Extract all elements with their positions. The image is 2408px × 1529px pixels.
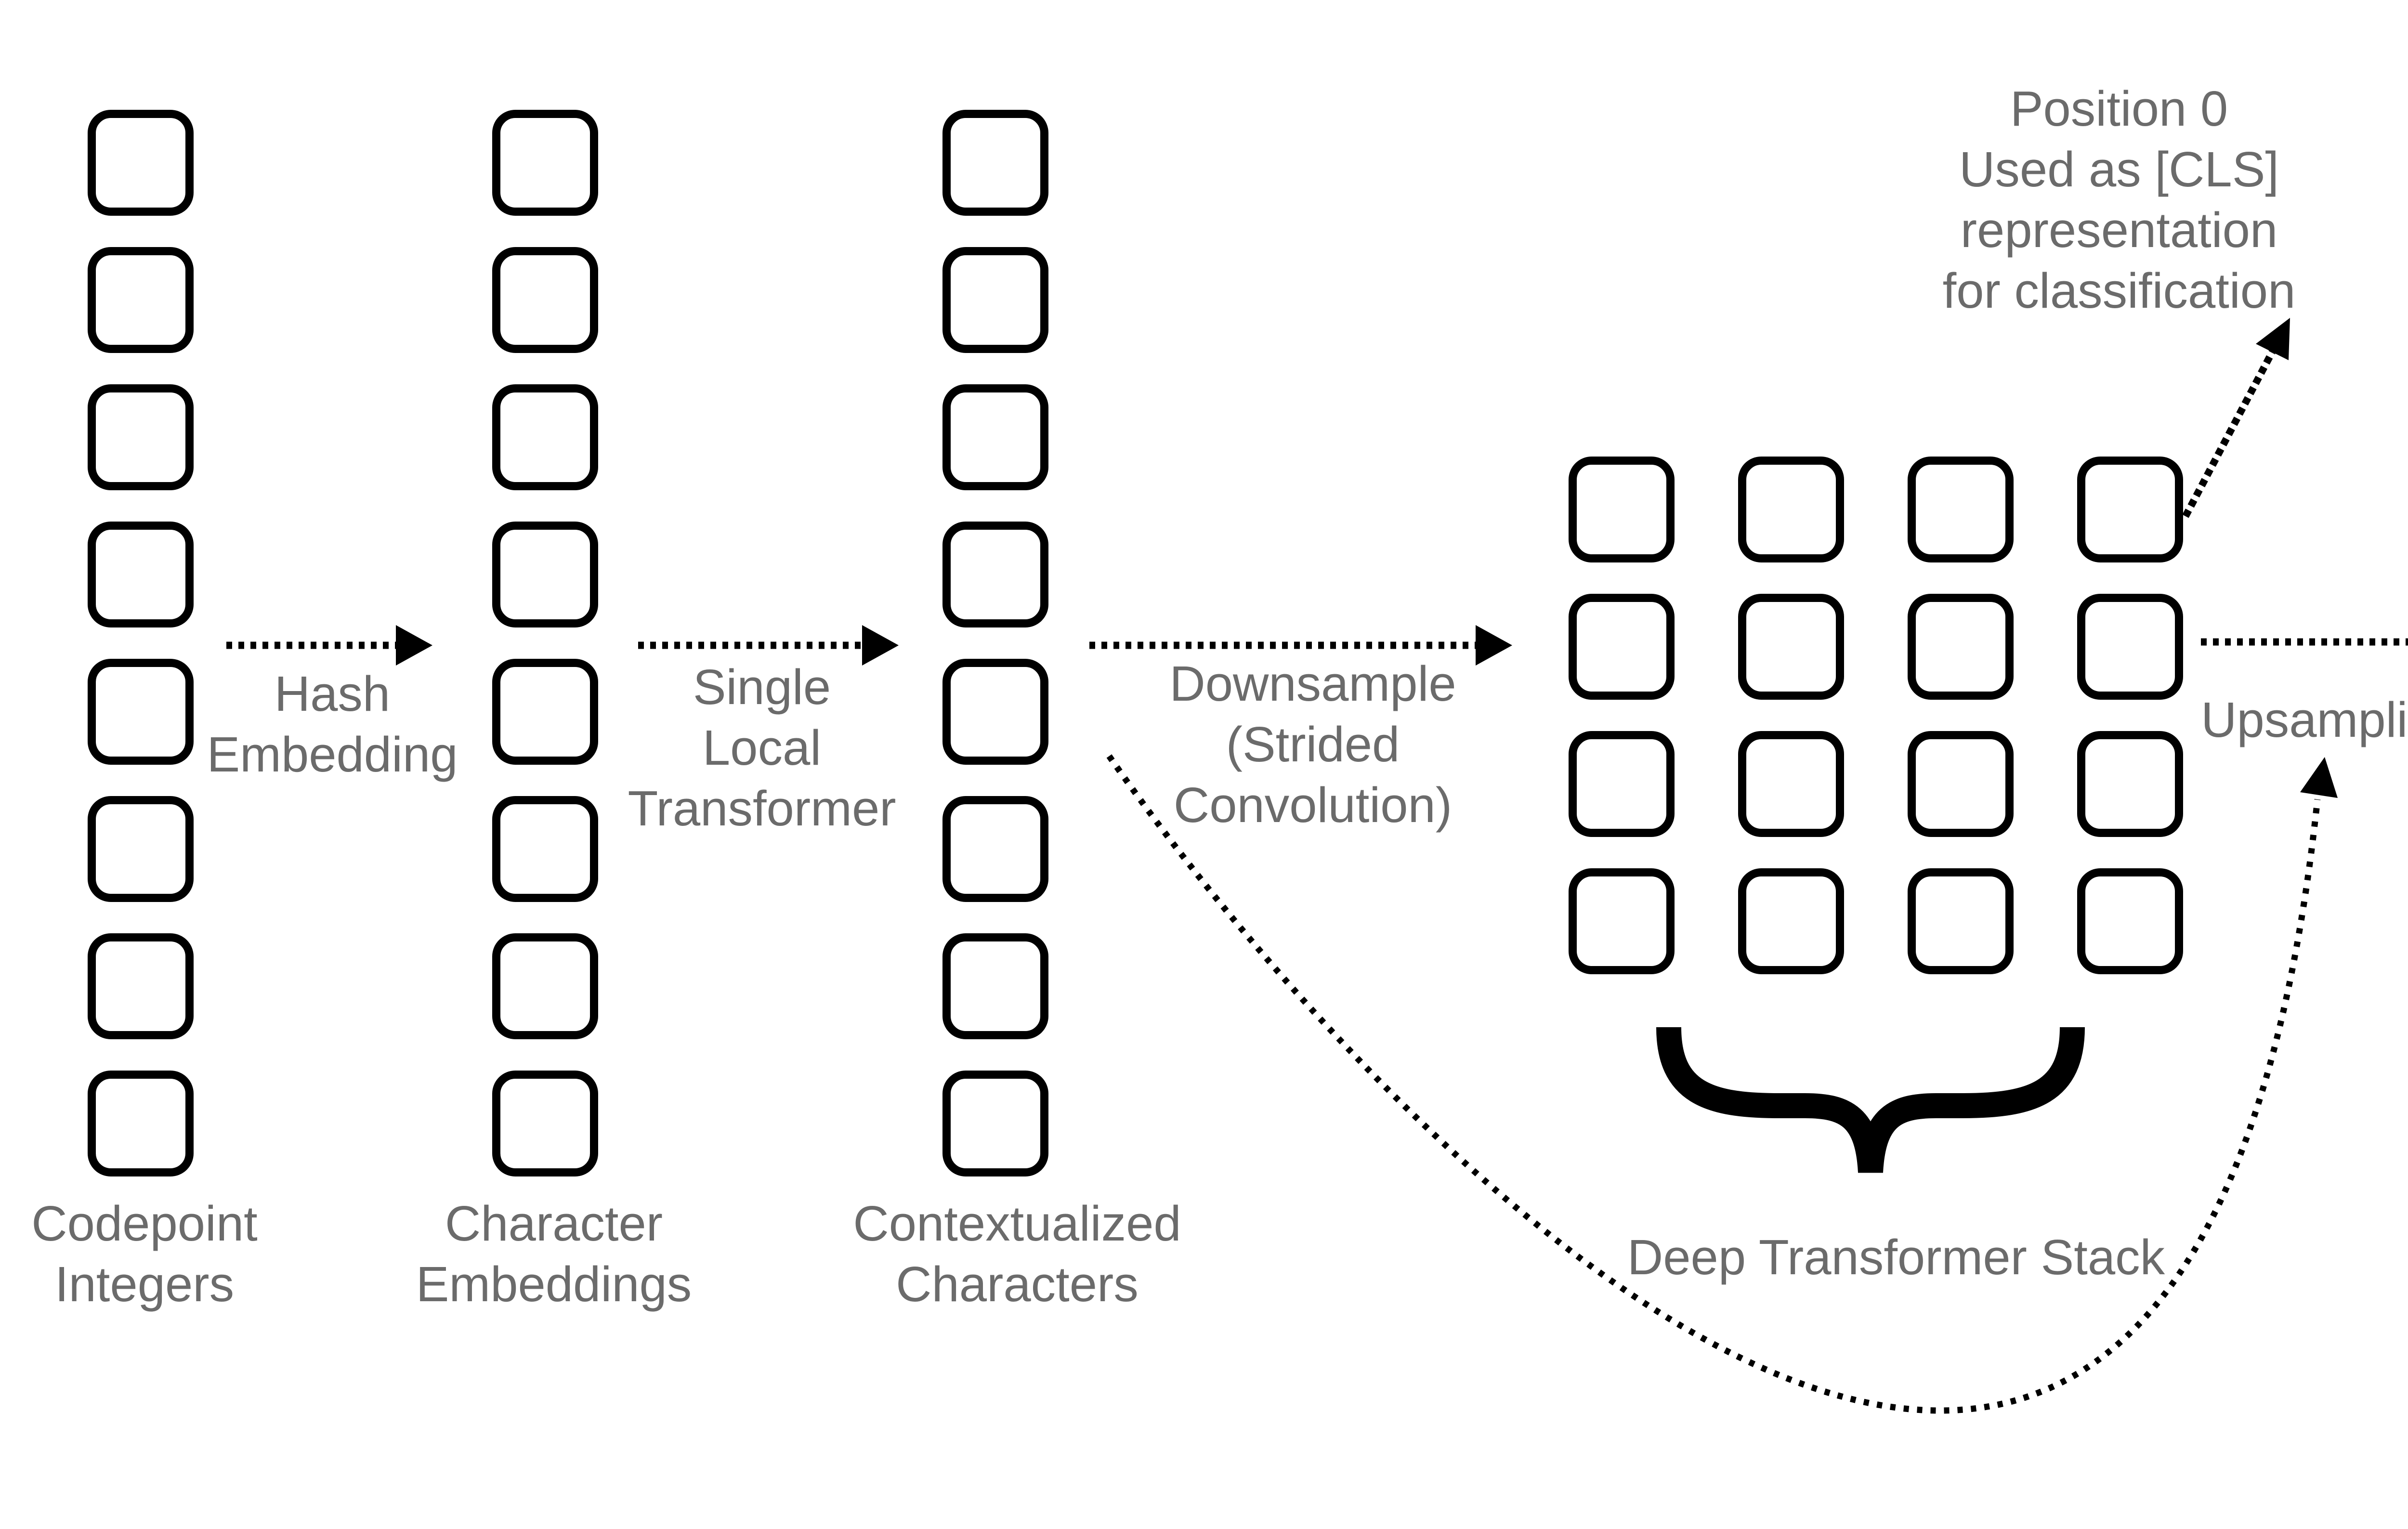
downsampled-position-box <box>2077 594 2183 700</box>
codepoint-box <box>88 247 194 353</box>
character-embedding-box <box>492 933 598 1039</box>
downsampled-position-box <box>2077 868 2183 974</box>
codepoint-box <box>88 110 194 216</box>
single-local-transformer-label: Single Local Transformer <box>628 659 896 836</box>
residual-skip-curve-arrow <box>1106 754 2338 1414</box>
arrowhead-icon <box>2300 757 2338 798</box>
downsampled-position-box <box>1908 457 2014 562</box>
downsampled-position-box <box>1738 868 1844 974</box>
downsample-arrow <box>1089 625 1512 666</box>
downsampled-position-box <box>1569 594 1675 700</box>
downsampled-position-box <box>2077 731 2183 837</box>
downsampled-position-box <box>1738 731 1844 837</box>
arrowhead-icon <box>862 625 899 666</box>
character-embedding-box <box>492 659 598 765</box>
contextualized-character-box <box>942 247 1048 353</box>
contextualized-character-box <box>942 522 1048 627</box>
downsampled-position-box <box>2077 457 2183 562</box>
codepoint-box <box>88 796 194 902</box>
character-embedding-box <box>492 384 598 490</box>
character-embedding-box <box>492 796 598 902</box>
arrowhead-icon <box>396 625 432 666</box>
arrowhead-icon <box>2256 318 2290 360</box>
character-embedding-box <box>492 247 598 353</box>
contextualized-character-box <box>942 933 1048 1039</box>
character-embedding-box <box>492 1071 598 1176</box>
dotted-curve <box>1106 754 2321 1414</box>
contextualized-characters-label: Contextualized Characters <box>853 1196 1181 1312</box>
codepoint-box <box>88 384 194 490</box>
downsampled-position-box <box>1738 594 1844 700</box>
underbrace-icon <box>1656 1027 2085 1173</box>
cls-position-arrow <box>2182 318 2290 518</box>
downsampled-position-box <box>1569 868 1675 974</box>
contextualized-character-box <box>942 659 1048 765</box>
downsample-label: Downsample (Strided Convolution) <box>1169 656 1456 833</box>
deep-transformer-stack-label: Deep Transformer Stack <box>1627 1229 2165 1285</box>
downsampled-position-box <box>1908 731 2014 837</box>
downsampled-position-box <box>1569 457 1675 562</box>
column-contextualized-characters <box>942 110 1048 1176</box>
codepoint-box <box>88 522 194 627</box>
contextualized-character-box <box>942 110 1048 216</box>
codepoint-box <box>88 933 194 1039</box>
column-character-embeddings <box>492 110 598 1176</box>
downsampled-position-box <box>1908 868 2014 974</box>
hash-embedding-label: Hash Embedding <box>207 666 458 782</box>
upsampling-label: Upsampling <box>2201 692 2408 747</box>
codepoint-box <box>88 659 194 765</box>
hash-embedding-arrow <box>226 625 432 666</box>
dotted-line <box>2182 350 2276 518</box>
single-local-transformer-arrow <box>638 625 899 666</box>
downsampled-position-box <box>1908 594 2014 700</box>
cls-position-note: Position 0 Used as [CLS] representation … <box>1942 81 2296 318</box>
codepoint-integers-label: Codepoint Integers <box>31 1196 258 1312</box>
downsampled-position-box <box>1738 457 1844 562</box>
contextualized-character-box <box>942 796 1048 902</box>
character-embeddings-label: Character Embeddings <box>416 1196 692 1312</box>
arrowhead-icon <box>1476 625 1512 666</box>
column-codepoint-integers <box>88 110 194 1176</box>
character-embedding-box <box>492 110 598 216</box>
contextualized-character-box <box>942 384 1048 490</box>
downsampled-position-box <box>1569 731 1675 837</box>
character-embedding-box <box>492 522 598 627</box>
codepoint-box <box>88 1071 194 1176</box>
deep-transformer-grid <box>1569 457 2183 974</box>
upsampling-arrow <box>2201 638 2408 646</box>
contextualized-character-box <box>942 1071 1048 1176</box>
